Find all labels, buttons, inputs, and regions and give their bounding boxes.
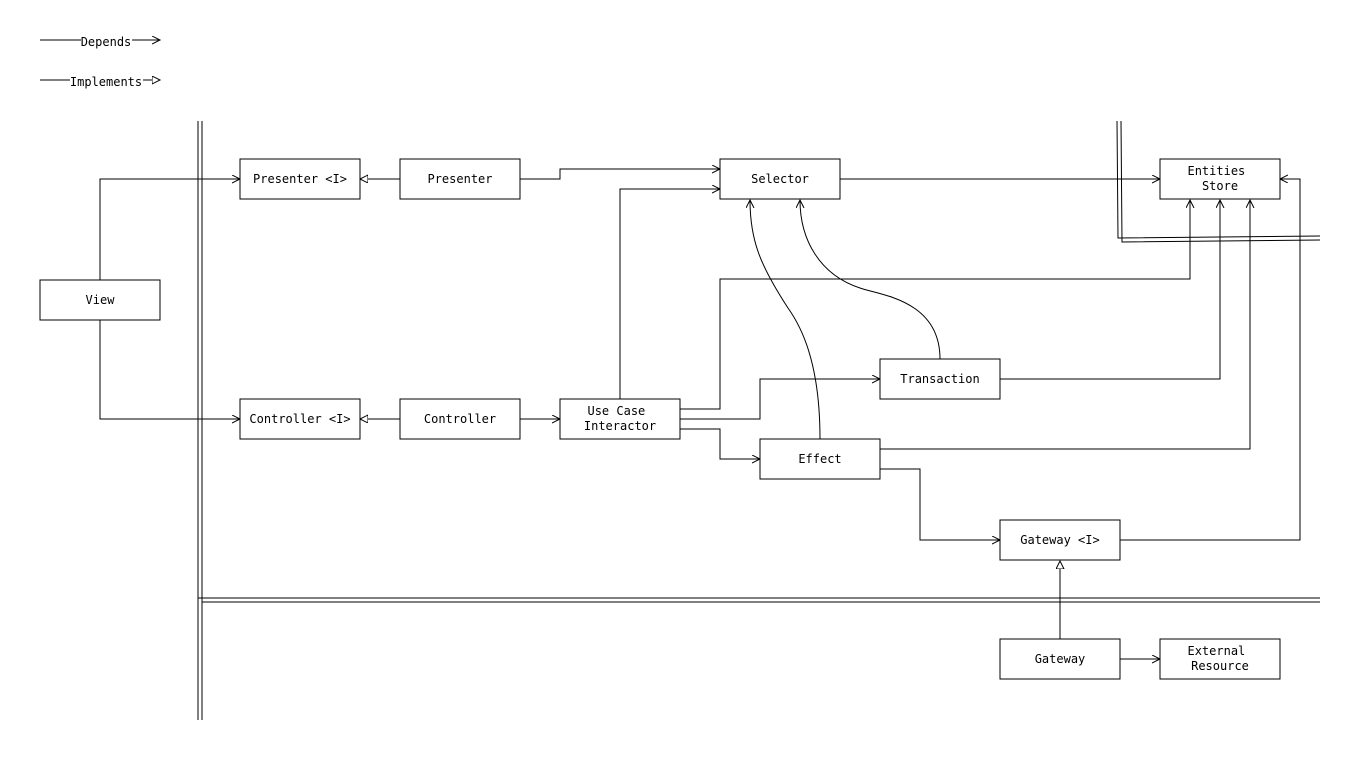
entities-store-box: Entities Store	[1159, 158, 1281, 200]
layer-boundaries	[197, 120, 1321, 720]
presenter-interface-box: Presenter <I>	[239, 158, 361, 200]
edge-presenter-to-selector	[520, 169, 720, 180]
presenter-box: Presenter	[399, 158, 521, 200]
gateway-label: Gateway	[1035, 652, 1086, 666]
view-box: View	[39, 279, 161, 321]
gateway-interface-box: Gateway <I>	[999, 519, 1121, 561]
edge-interactor-to-transaction	[680, 379, 880, 420]
controller-interface-label: Controller <I>	[249, 412, 350, 426]
edge-transaction-to-selector	[800, 200, 941, 360]
edge-effect-to-entities-store	[880, 200, 1250, 450]
edge-interactor-to-selector	[619, 189, 720, 399]
edge-view-to-presenter-i	[99, 179, 240, 280]
edge-gateway-i-to-entities-store	[1120, 179, 1301, 541]
presenter-interface-label: Presenter <I>	[253, 172, 347, 186]
use-case-interactor-box: Use Case Interactor	[559, 398, 681, 440]
boundary-store-inner	[1120, 120, 1321, 243]
edge-interactor-to-effect	[680, 428, 760, 459]
nodes: View Presenter <I> Presenter Selector En…	[39, 158, 1281, 680]
edge-transaction-to-entities-store	[1000, 200, 1220, 380]
gateway-box: Gateway	[999, 638, 1121, 680]
transaction-label: Transaction	[900, 372, 979, 386]
controller-label: Controller	[424, 412, 496, 426]
transaction-box: Transaction	[879, 358, 1001, 400]
selector-label: Selector	[751, 172, 809, 186]
gateway-interface-label: Gateway <I>	[1020, 533, 1099, 547]
effect-box: Effect	[759, 438, 881, 480]
edge-view-to-controller-i	[99, 320, 240, 419]
effect-label: Effect	[798, 452, 841, 466]
boundary-store-outer	[1116, 120, 1321, 239]
view-label: View	[86, 293, 116, 307]
edge-effect-to-gateway-i	[880, 468, 1000, 540]
use-case-interactor-label: Use Case Interactor	[584, 404, 656, 433]
external-resource-label: External Resource	[1187, 644, 1252, 673]
legend-implements: Implements	[40, 75, 160, 89]
edge-effect-to-selector	[750, 200, 821, 440]
external-resource-box: External Resource	[1159, 638, 1281, 680]
legend-implements-label: Implements	[70, 75, 142, 89]
edges	[99, 169, 1301, 659]
controller-interface-box: Controller <I>	[239, 398, 361, 440]
edge-interactor-to-entities-store	[680, 200, 1190, 410]
controller-box: Controller	[399, 398, 521, 440]
legend-depends: Depends	[40, 35, 160, 49]
selector-box: Selector	[719, 158, 841, 200]
presenter-label: Presenter	[427, 172, 492, 186]
entities-store-label: Entities Store	[1187, 164, 1252, 193]
legend: Depends Implements	[40, 35, 160, 89]
legend-depends-label: Depends	[81, 35, 132, 49]
